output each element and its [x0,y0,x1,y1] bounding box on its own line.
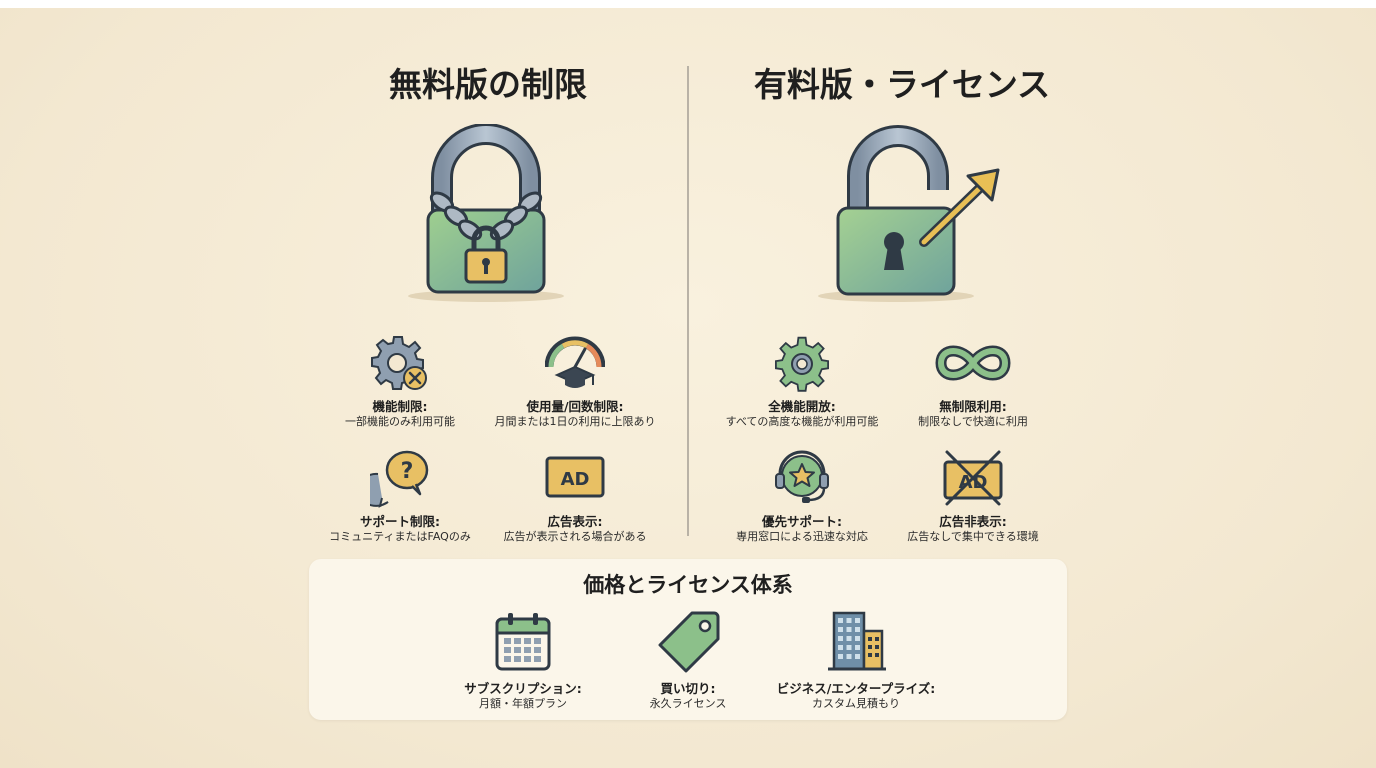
unlocked-lock-icon [808,124,1018,308]
infinity-icon [935,333,1011,393]
feature-description: すべての高度な機能が利用可能 [725,415,879,428]
feature-description: 一部機能のみ利用可能 [345,415,455,428]
chained-lock-icon [398,123,574,308]
feature-description: 制限なしで快適に利用 [918,415,1028,428]
ad-badge-icon: AD [545,448,605,508]
headset-star-icon [772,448,832,508]
feature-usage-limit: 使用量/回数制限: 月間または1日の利用に上限あり [480,333,670,437]
top-border [0,0,1376,8]
feature-ad-display: AD 広告表示: 広告が表示される場合がある [480,448,670,552]
gear-icon [772,333,832,393]
feature-label: 使用量/回数制限: [526,399,624,414]
feature-label: 広告非表示: [939,514,1007,529]
feature-priority-support: 優先サポート: 専用窓口による迅速な対応 [707,448,897,552]
feature-label: 優先サポート: [762,514,842,529]
gauge-cap-icon [544,333,606,393]
question-bubble-icon: ? [357,448,430,508]
feature-unlimited-use: 無制限利用: 制限なしで快適に利用 [878,333,1068,437]
feature-description: 専用窓口による迅速な対応 [736,530,868,543]
column-divider [687,66,689,536]
plan-label: 買い切り: [660,681,716,696]
calendar-icon [491,611,555,673]
office-building-icon [824,611,888,673]
feature-description: コミュニティまたはFAQのみ [329,530,471,543]
feature-label: 無制限利用: [939,399,1007,414]
plan-label: サブスクリプション: [464,681,582,696]
feature-label: サポート制限: [360,514,440,529]
price-tag-icon [656,611,720,673]
free-column-title: 無料版の制限 [389,65,587,104]
plan-business-enterprise: ビジネス/エンタープライズ: カスタム見積もり [756,611,956,711]
svg-text:AD: AD [561,469,590,490]
feature-description: 広告なしで集中できる環境 [907,530,1039,543]
plan-one-time-purchase: 買い切り: 永久ライセンス [588,611,788,711]
plan-description: 月額・年額プラン [479,697,567,710]
paid-column-title: 有料版・ライセンス [753,65,1051,104]
feature-description: 月間または1日の利用に上限あり [494,415,656,428]
plan-description: カスタム見積もり [812,697,900,710]
plan-description: 永久ライセンス [649,697,727,710]
feature-support-limit: ? サポート制限: コミュニティまたはFAQのみ [305,448,495,552]
feature-label: 全機能開放: [768,399,836,414]
plan-subscription: サブスクリプション: 月額・年額プラン [423,611,623,711]
plan-label: ビジネス/エンタープライズ: [776,681,936,696]
ad-crossed-icon: AD [943,448,1003,508]
svg-text:AD: AD [959,472,988,493]
feature-all-functions: 全機能開放: すべての高度な機能が利用可能 [707,333,897,437]
feature-function-limit: 機能制限: 一部機能のみ利用可能 [305,333,495,437]
feature-label: 広告表示: [547,514,603,529]
gear-x-icon [370,333,430,393]
svg-text:?: ? [401,459,414,484]
pricing-title: 価格とライセンス体系 [583,572,793,597]
pricing-panel: 価格とライセンス体系 サブスクリプション: 月額・年額プラン [309,559,1067,720]
feature-label: 機能制限: [372,399,428,414]
feature-no-ads: AD 広告非表示: 広告なしで集中できる環境 [878,448,1068,552]
feature-description: 広告が表示される場合がある [503,530,647,543]
